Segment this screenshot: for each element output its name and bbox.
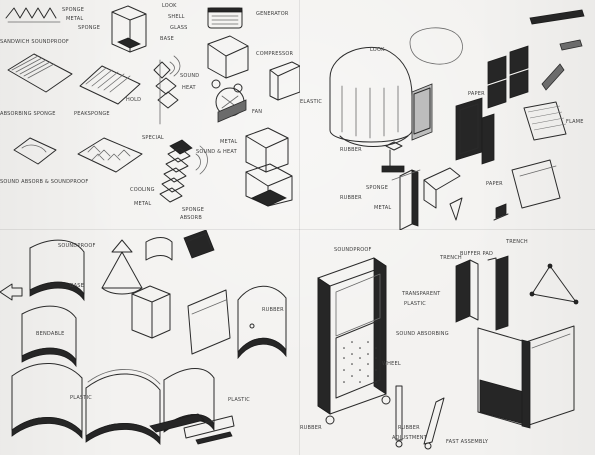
sound-absorbing-dots	[343, 341, 377, 383]
label-metal: METAL	[66, 17, 83, 22]
label-paper-2: PAPER	[486, 182, 503, 187]
label-peaksponge: PEAKSPONGE	[74, 112, 110, 117]
label-heat: HEAT	[182, 86, 196, 91]
label-plastic: PLASTIC	[404, 302, 426, 307]
label-transparent: TRANSPARENT	[402, 292, 440, 297]
label-trench: TRENCH	[440, 256, 462, 261]
bottom-left-sketches	[0, 230, 300, 455]
label-paper: PAPER	[468, 92, 485, 97]
bottom-right-sketches	[300, 230, 595, 455]
label-wheel: WHEEL	[382, 362, 401, 367]
label-sponge-2: SPONGE	[78, 26, 100, 31]
label-sandwich-soundproof: SANDWICH SOUNDPROOF	[0, 40, 69, 45]
label-absorb: ABSORB	[180, 216, 202, 221]
label-compressor: COMPRESSOR	[256, 52, 293, 57]
label-sound-absorbing: SOUND ABSORBING	[396, 332, 449, 337]
label-rubber: RUBBER	[300, 426, 322, 431]
label-absorbing-sponge: ABSORBING SPONGE	[0, 112, 56, 117]
label-generator: GENERATOR	[256, 12, 289, 17]
label-metal: METAL	[374, 206, 391, 211]
label-bendable: BENDABLE	[36, 332, 65, 337]
label-sound-absorb-soundproof: SOUND ABSORB & SOUNDPROOF	[0, 180, 88, 185]
label-look: LOOK	[162, 4, 177, 9]
label-special: SPECIAL	[142, 136, 164, 141]
label-fan: FAN	[252, 110, 262, 115]
label-trench-2: TRENCH	[506, 240, 528, 245]
label-look: LOOK	[370, 48, 385, 53]
label-rubber: RUBBER	[262, 308, 284, 313]
label-glass: GLASS	[170, 26, 188, 31]
label-fast-assembly: FAST ASSEMBLY	[446, 440, 488, 445]
quadrant-bottom-right: SOUNDPROOF TRANSPARENT PLASTIC SOUND ABS…	[300, 230, 595, 455]
label-adjustment: ADJUSTMENT	[392, 436, 427, 441]
label-hold: HOLD	[126, 98, 141, 103]
label-buffer-pad: BUFFER PAD	[460, 252, 493, 257]
label-base: BASE	[70, 284, 84, 289]
label-sponge: SPONGE	[366, 186, 388, 191]
label-sponge: SPONGE	[62, 8, 84, 13]
label-plastic-2: PLASTIC	[228, 398, 250, 403]
label-cooling: COOLING	[130, 188, 155, 193]
label-plastic: PLASTIC	[70, 396, 92, 401]
label-elastic: ELASTIC	[300, 100, 322, 105]
quadrant-top-left: SPONGE METAL SPONGE SANDWICH SOUNDPROOF …	[0, 0, 300, 230]
label-sound-heat: SOUND & HEAT	[196, 150, 237, 155]
quadrant-top-right: LOOK RUBBER ELASTIC SPONGE METAL RUBBER …	[300, 0, 595, 230]
label-rubber: RUBBER	[340, 148, 362, 153]
quadrant-bottom-left: SOUNDPROOF BASE BENDABLE RUBBER PLASTIC …	[0, 230, 300, 455]
label-base: BASE	[160, 37, 174, 42]
label-sound: SOUND	[180, 74, 199, 79]
label-soundproof: SOUNDPROOF	[334, 248, 372, 253]
label-rubber-2: RUBBER	[340, 196, 362, 201]
label-sponge-3: SPONGE	[182, 208, 204, 213]
label-metal-2: METAL	[134, 202, 151, 207]
label-soundproof: SOUNDPROOF	[58, 244, 96, 249]
label-metal-3: METAL	[220, 140, 237, 145]
label-rubber-2: RUBBER	[398, 426, 420, 431]
label-shell: SHELL	[168, 15, 185, 20]
label-flame: FLAME	[566, 120, 584, 125]
